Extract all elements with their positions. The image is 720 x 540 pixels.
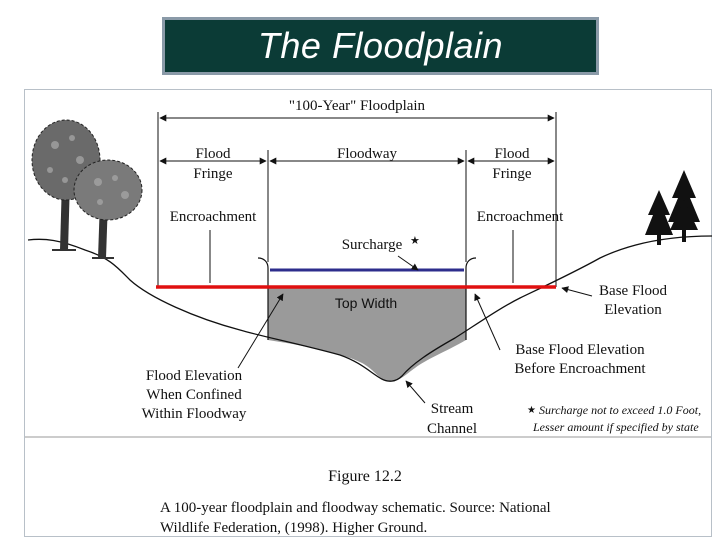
surcharge-label: Surcharge	[342, 237, 403, 253]
floodway-water	[268, 287, 466, 382]
encroachment-right-label: Encroachment	[477, 209, 564, 225]
surcharge-star-icon: ★	[410, 234, 420, 247]
caption-line1: A 100-year floodplain and floodway schem…	[160, 500, 551, 516]
floodway-right-wall	[465, 257, 477, 340]
base-flood-line2: Elevation	[604, 302, 662, 318]
floodplain-label: "100-Year" Floodplain	[289, 98, 426, 114]
floodway-left-wall	[257, 257, 269, 340]
base-flood-line1: Base Flood	[599, 283, 667, 299]
fringe-left-line2: Fringe	[193, 166, 233, 182]
stream-channel-line2: Channel	[427, 421, 477, 437]
top-width-label: Top Width	[335, 295, 397, 311]
caption-line2: Wildlife Federation, (1998). Higher Grou…	[160, 520, 427, 536]
slide-title-bar: The Floodplain	[162, 17, 599, 75]
confined-elevation-line3: Within Floodway	[142, 406, 247, 422]
fringe-left-line1: Flood	[195, 146, 231, 162]
stream-channel-line1: Stream	[431, 401, 474, 417]
base-flood-pointer	[561, 286, 593, 297]
before-encroachment-line1: Base Flood Elevation	[515, 342, 645, 358]
before-encroachment-line2: Before Encroachment	[514, 361, 646, 377]
ground-profile	[27, 235, 713, 382]
surcharge-pointer	[397, 255, 419, 271]
evergreen-trees-icon	[645, 170, 700, 245]
confined-elevation-line1: Flood Elevation	[146, 368, 243, 384]
deciduous-trees-icon	[31, 119, 143, 259]
confined-elevation-pointer	[237, 293, 284, 369]
fringe-right-line1: Flood	[494, 146, 530, 162]
floodway-label: Floodway	[337, 146, 398, 162]
fringe-right-line2: Fringe	[492, 166, 532, 182]
stream-channel-pointer	[405, 380, 426, 404]
before-encroachment-pointer	[474, 293, 501, 351]
note-star-icon: ★	[527, 405, 536, 416]
slide-title: The Floodplain	[257, 25, 504, 66]
surcharge-note-line2: Lesser amount if specified by state	[532, 420, 699, 434]
figure-number: Figure 12.2	[328, 468, 402, 485]
confined-elevation-line2: When Confined	[146, 387, 242, 403]
encroachment-left-label: Encroachment	[170, 209, 257, 225]
surcharge-note-line1: Surcharge not to exceed 1.0 Foot,	[539, 403, 701, 417]
